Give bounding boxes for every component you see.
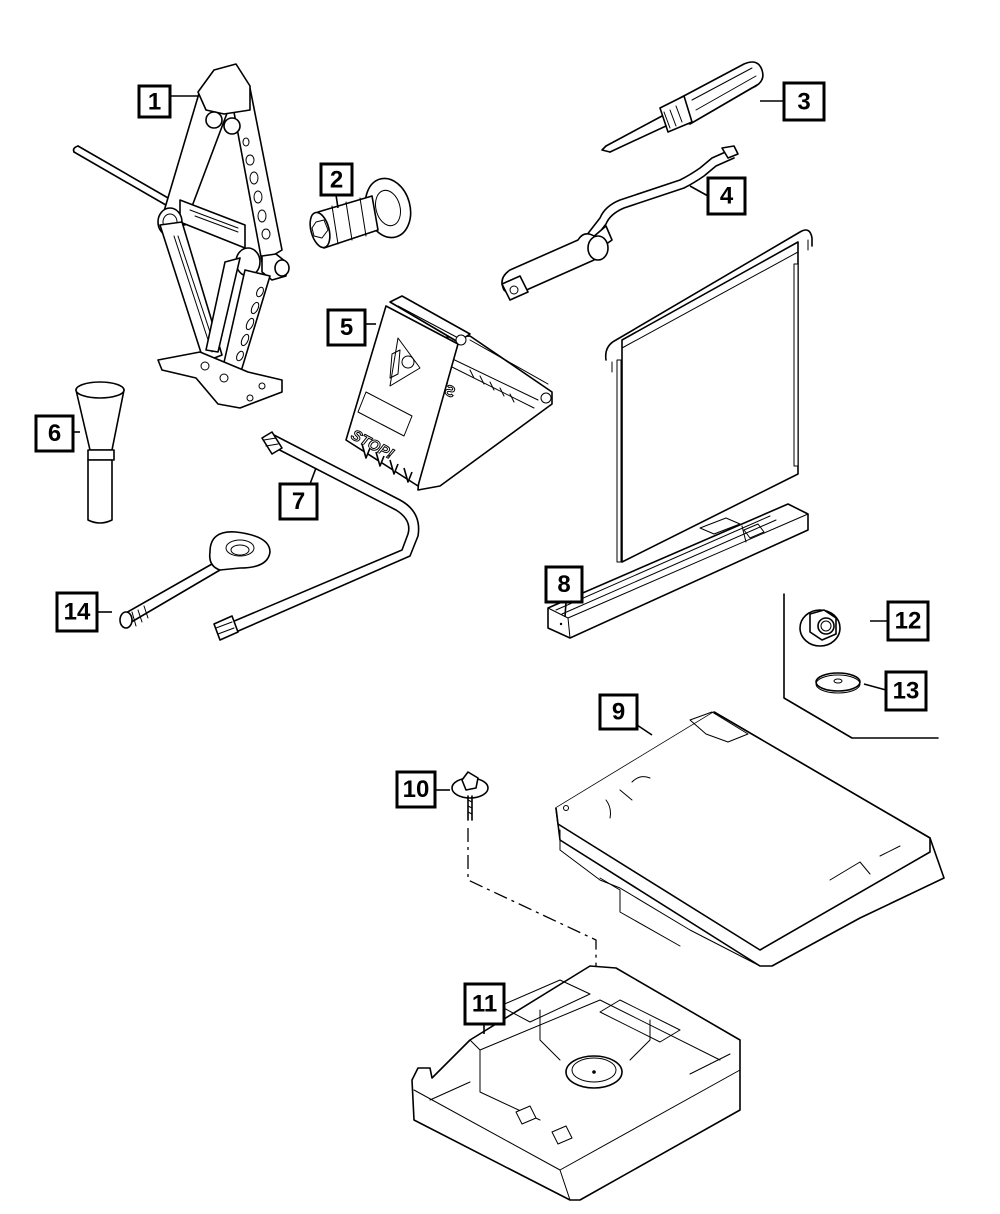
callout-label: 5	[340, 314, 353, 341]
wing-bolt-drawing	[451, 771, 489, 821]
callout-9[interactable]: 9	[598, 693, 653, 736]
callout-13[interactable]: 13	[863, 670, 928, 712]
flange-nut-drawing	[799, 609, 841, 647]
callout-label: 1	[148, 89, 161, 116]
callout-label: 2	[330, 167, 343, 194]
callout-14[interactable]: 14	[55, 591, 112, 633]
scissor-jack-drawing	[72, 63, 290, 409]
callout-4[interactable]: 4	[689, 176, 747, 216]
callout-label: 9	[612, 699, 625, 726]
foam-tool-tray-drawing	[411, 965, 741, 1201]
callout-11[interactable]: 11	[463, 982, 506, 1034]
callout-label: 6	[48, 420, 61, 447]
callout-label: 4	[720, 183, 734, 210]
cargo-cover-drawing	[547, 229, 813, 639]
callout-10[interactable]: 10	[395, 770, 450, 809]
wheel-lock-adapter-drawing	[309, 177, 412, 249]
washer-drawing	[815, 672, 861, 694]
jack-knob-handle-drawing	[75, 381, 125, 524]
callout-label: 3	[797, 89, 810, 116]
jack-holes-lower	[236, 286, 264, 362]
callout-5[interactable]: 5	[326, 308, 376, 347]
callout-3[interactable]: 3	[760, 81, 826, 122]
callout-7[interactable]: 7	[278, 467, 319, 521]
jack-handle-crank-drawing	[501, 145, 739, 301]
callout-label: 10	[403, 776, 430, 803]
callout-1[interactable]: 1	[137, 84, 198, 119]
jack-holes-upper	[242, 137, 271, 240]
callout-2[interactable]: 2	[319, 162, 354, 209]
callout-label: 12	[895, 608, 922, 635]
tow-eye-drawing	[119, 531, 271, 629]
callout-label: 11	[472, 991, 497, 1018]
callout-label: 8	[557, 571, 570, 598]
callout-label: 7	[292, 488, 305, 515]
callout-label: 13	[893, 678, 920, 705]
lug-wrench-drawing	[213, 431, 420, 641]
group-bracket	[783, 593, 939, 739]
callout-8[interactable]: 8	[544, 565, 584, 618]
callout-6[interactable]: 6	[34, 414, 80, 453]
callout-12[interactable]: 12	[870, 600, 930, 642]
wheel-chock-drawing: STOP! STOP!	[345, 295, 553, 491]
screwdriver-drawing	[601, 61, 764, 153]
tool-storage-cover-drawing	[555, 711, 945, 967]
callout-label: 14	[64, 599, 91, 626]
